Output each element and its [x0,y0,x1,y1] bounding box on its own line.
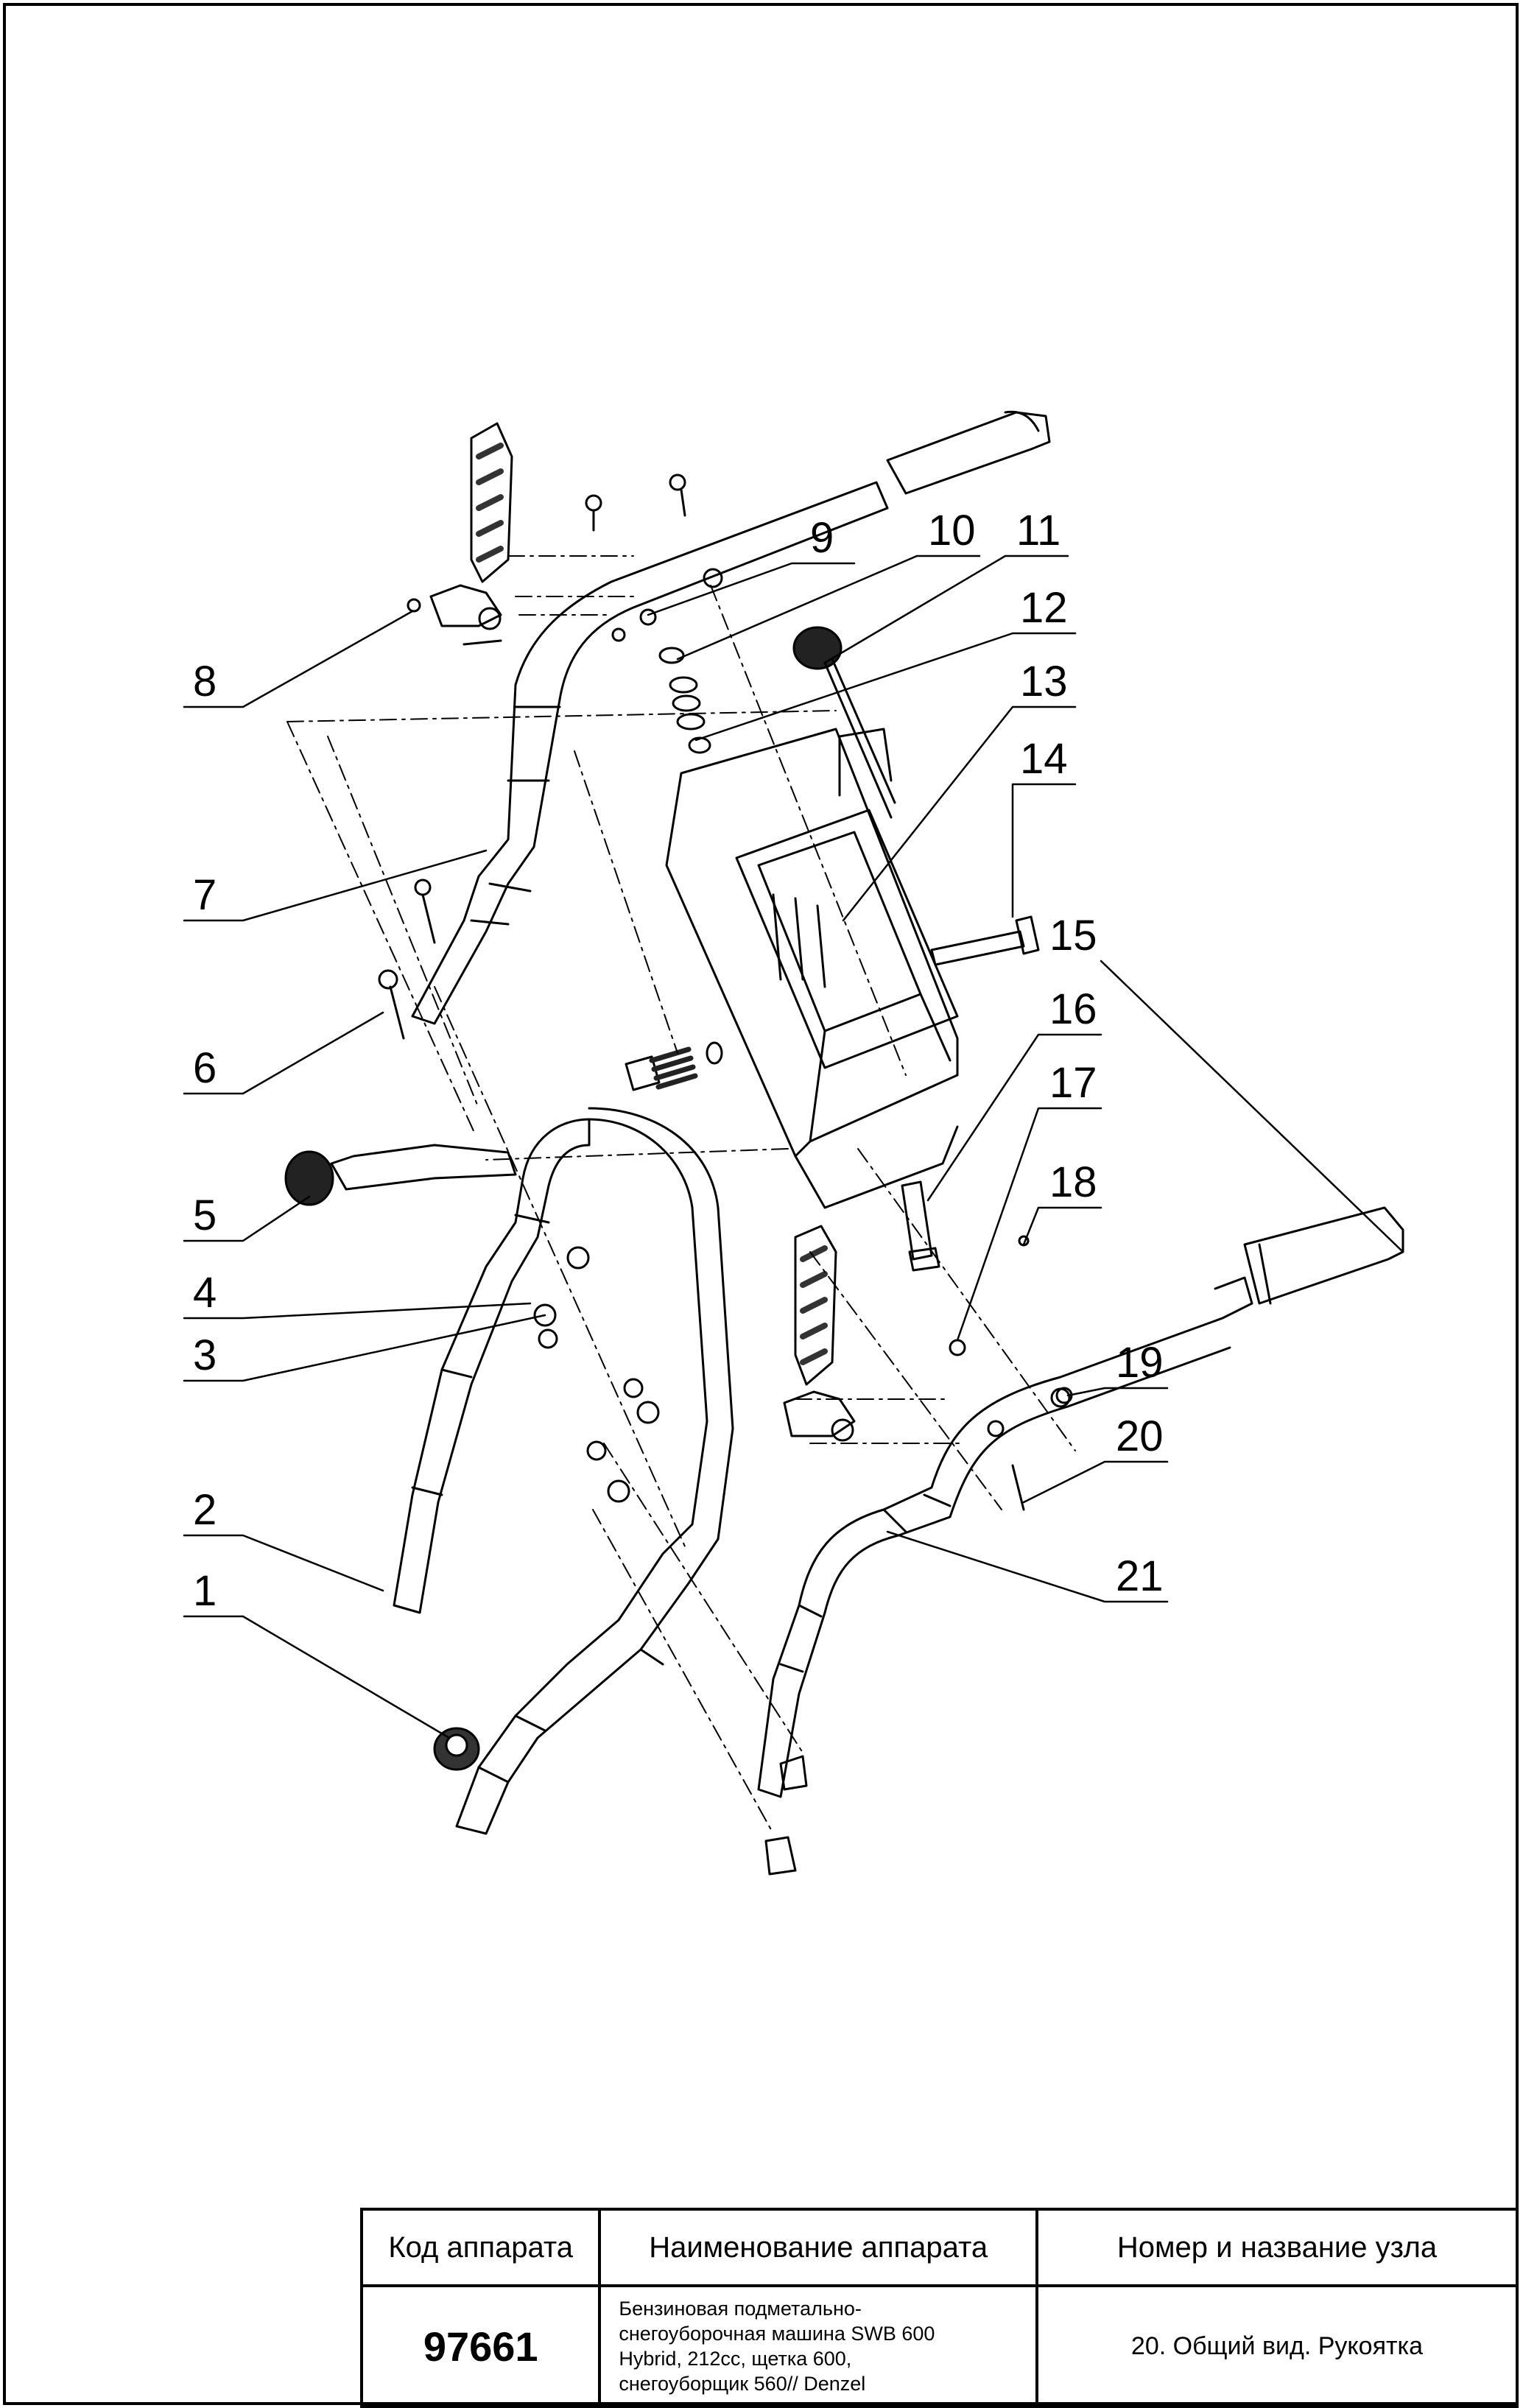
callout-12: 12 [1020,584,1068,632]
lower-right-grip [1243,1206,1404,1305]
left-upper-tube [411,683,561,1025]
callout-1: 1 [193,1567,217,1615]
callout-13: 13 [1020,658,1068,705]
leader-lines [183,555,1404,1739]
callout-11: 11 [1016,507,1061,555]
callout-5: 5 [193,1191,217,1239]
callout-3: 3 [193,1331,217,1379]
callout-18: 18 [1049,1158,1097,1206]
title-block: Код аппарата Наименование аппарата Номер… [359,2208,1519,2408]
upper-left-bracket [407,422,513,630]
spring-stack [658,568,723,754]
header-code: Код аппарата [359,2208,602,2287]
upper-right-handle [514,410,1051,701]
left-lever [284,1144,517,1206]
header-node: Номер и название узла [1035,2208,1519,2287]
header-name: Наименование аппарата [598,2208,1039,2287]
callout-7: 7 [193,871,217,919]
callout-2: 2 [193,1486,217,1534]
apparatus-name-line-1: Бензиновая подметально- [619,2298,862,2320]
node-title: 20. Общий вид. Рукоятка [1035,2284,1519,2408]
callout-10: 10 [928,507,976,555]
callout-15: 15 [1049,912,1097,960]
assembly-lines [286,555,1076,1834]
upper-knob [792,626,896,819]
callout-19: 19 [1116,1339,1164,1387]
bolt-14 [930,915,1040,966]
callout-labels: 1 2 3 4 5 6 7 8 9 10 11 12 13 14 15 16 1… [193,507,1164,1615]
bottom-knob [433,1727,480,1771]
control-panel-box [665,728,959,1209]
callout-4: 4 [193,1269,217,1317]
apparatus-name-line-3: Hybrid, 212cc, щетка 600, [619,2348,852,2370]
callout-6: 6 [193,1044,217,1092]
callout-17: 17 [1049,1059,1097,1107]
apparatus-name: Бензиновая подметально- снегоуборочная м… [598,2284,1039,2408]
callout-8: 8 [193,658,217,705]
fasteners [378,473,1071,1876]
lower-right-bracket [783,1225,1073,1442]
right-lower-handle [757,1276,1253,1798]
apparatus-code: 97661 [359,2284,602,2408]
apparatus-name-line-2: снегоуборочная машина SWB 600 [619,2323,935,2345]
apparatus-name-line-4: снегоуборщик 560// Denzel [619,2373,866,2395]
callout-9: 9 [810,514,834,562]
callout-14: 14 [1020,735,1068,783]
bolt-16 [901,1180,940,1272]
left-lower-handle [393,1107,734,1835]
lower-spring [625,1041,723,1091]
callout-20: 20 [1116,1412,1164,1460]
callout-21: 21 [1116,1552,1164,1600]
callout-16: 16 [1049,985,1097,1033]
